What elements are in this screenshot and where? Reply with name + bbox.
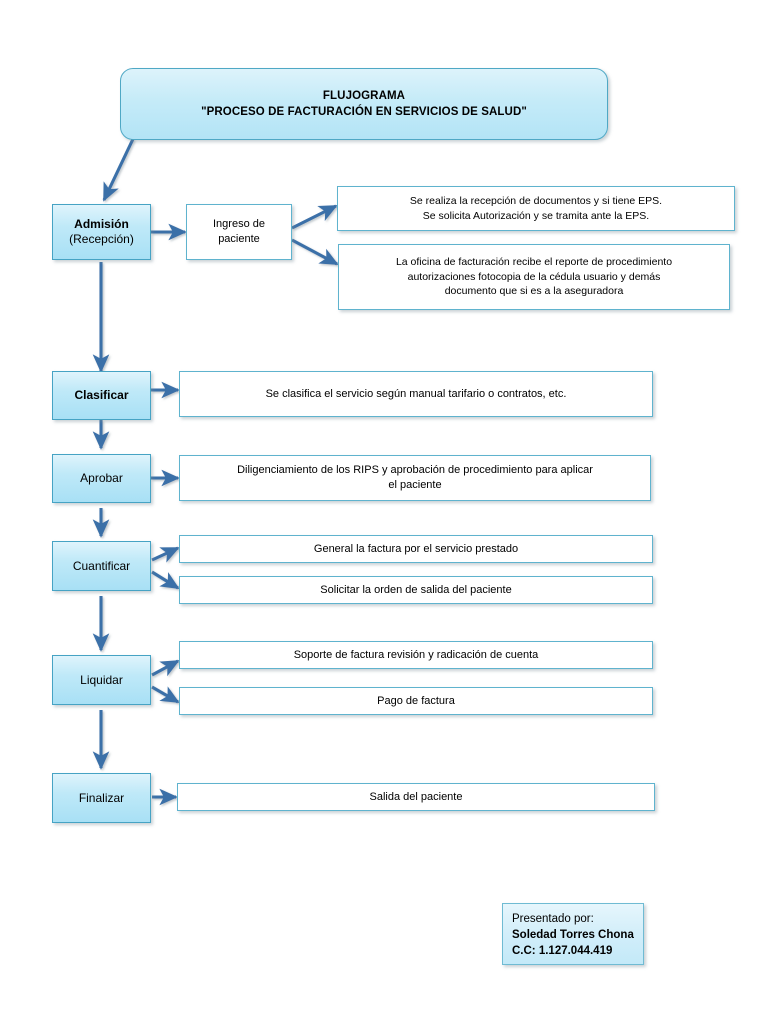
stage-label-liquidar: Liquidar	[80, 672, 123, 687]
stage-box-admision[interactable]: Admisión (Recepción)	[52, 204, 151, 260]
signature-intro: Presentado por:	[512, 913, 594, 925]
node-liquidar-desc-2[interactable]: Pago de factura	[179, 687, 653, 715]
node-admision-desc-1[interactable]: Se realiza la recepción de documentos y …	[337, 186, 735, 231]
stage-box-clasificar[interactable]: Clasificar	[52, 371, 151, 420]
stage-label-clasificar: Clasificar	[74, 388, 129, 402]
stage-box-cuantificar[interactable]: Cuantificar	[52, 541, 151, 591]
admision-desc1-line-2: Se solicita Autorización y se tramita an…	[422, 209, 650, 222]
arrow-title-to-admision	[102, 138, 135, 202]
arrow-cuantificar-to-desc1	[151, 546, 180, 563]
node-clasificar-desc[interactable]: Se clasifica el servicio según manual ta…	[179, 371, 653, 417]
admision-desc2-line-2: autorizaciones fotocopia de la cédula us…	[407, 270, 661, 283]
liquidar-desc2-line-1: Pago de factura	[377, 694, 455, 707]
ingreso-line-1: Ingreso de	[213, 218, 265, 230]
admision-desc2-line-3: documento que si es a la aseguradora	[444, 285, 624, 298]
node-aprobar-desc[interactable]: Diligenciamiento de los RIPS y aprobació…	[179, 455, 651, 501]
node-liquidar-desc-1[interactable]: Soporte de factura revisión y radicación…	[179, 641, 653, 669]
admision-desc1-line-1: Se realiza la recepción de documentos y …	[409, 195, 663, 207]
ingreso-line-2: paciente	[218, 233, 260, 245]
clasificar-desc-line-1: Se clasifica el servicio según manual ta…	[265, 387, 567, 400]
title-line-1: FLUJOGRAMA	[322, 90, 406, 102]
aprobar-desc-line-2: el paciente	[388, 479, 442, 491]
node-cuantificar-desc-2[interactable]: Solicitar la orden de salida del pacient…	[179, 576, 653, 604]
stage-box-finalizar[interactable]: Finalizar	[52, 773, 151, 823]
arrow-cuantificar-to-desc2	[151, 570, 180, 590]
arrow-liquidar-to-desc1	[151, 659, 180, 677]
signature-id-number: C.C: 1.127.044.419	[512, 945, 613, 957]
arrow-ingreso-to-desc2	[291, 238, 339, 266]
flowchart-title-box: FLUJOGRAMA "PROCESO DE FACTURACIÓN EN SE…	[120, 68, 608, 140]
admision-desc2-line-1: La oficina de facturación recibe el repo…	[395, 256, 673, 269]
stage-box-aprobar[interactable]: Aprobar	[52, 454, 151, 503]
signature-box: Presentado por: Soledad Torres Chona C.C…	[502, 903, 644, 965]
cuantificar-desc2-line-1: Solicitar la orden de salida del pacient…	[320, 583, 512, 596]
node-finalizar-desc[interactable]: Salida del paciente	[177, 783, 655, 811]
stage-label-aprobar: Aprobar	[80, 471, 123, 485]
liquidar-desc1-line-1: Soporte de factura revisión y radicación…	[293, 648, 539, 661]
stage-box-liquidar[interactable]: Liquidar	[52, 655, 151, 705]
stage-label-finalizar: Finalizar	[78, 790, 125, 805]
stage-sublabel-admision: (Recepción)	[69, 232, 134, 246]
finalizar-desc-line-1: Salida del paciente	[369, 790, 463, 803]
arrow-ingreso-to-desc1	[291, 204, 338, 230]
signature-name: Soledad Torres Chona	[512, 929, 634, 941]
arrow-liquidar-to-desc2	[151, 685, 180, 704]
stage-label-cuantificar: Cuantificar	[72, 558, 131, 573]
aprobar-desc-line-1: Diligenciamiento de los RIPS y aprobació…	[237, 464, 593, 476]
title-line-2: "PROCESO DE FACTURACIÓN EN SERVICIOS DE …	[201, 106, 527, 118]
node-admision-desc-2[interactable]: La oficina de facturación recibe el repo…	[338, 244, 730, 310]
node-ingreso-paciente[interactable]: Ingreso de paciente	[186, 204, 292, 260]
cuantificar-desc1-line-1: General la factura por el servicio prest…	[313, 542, 519, 555]
stage-label-admision: Admisión	[74, 217, 129, 231]
node-cuantificar-desc-1[interactable]: General la factura por el servicio prest…	[179, 535, 653, 563]
